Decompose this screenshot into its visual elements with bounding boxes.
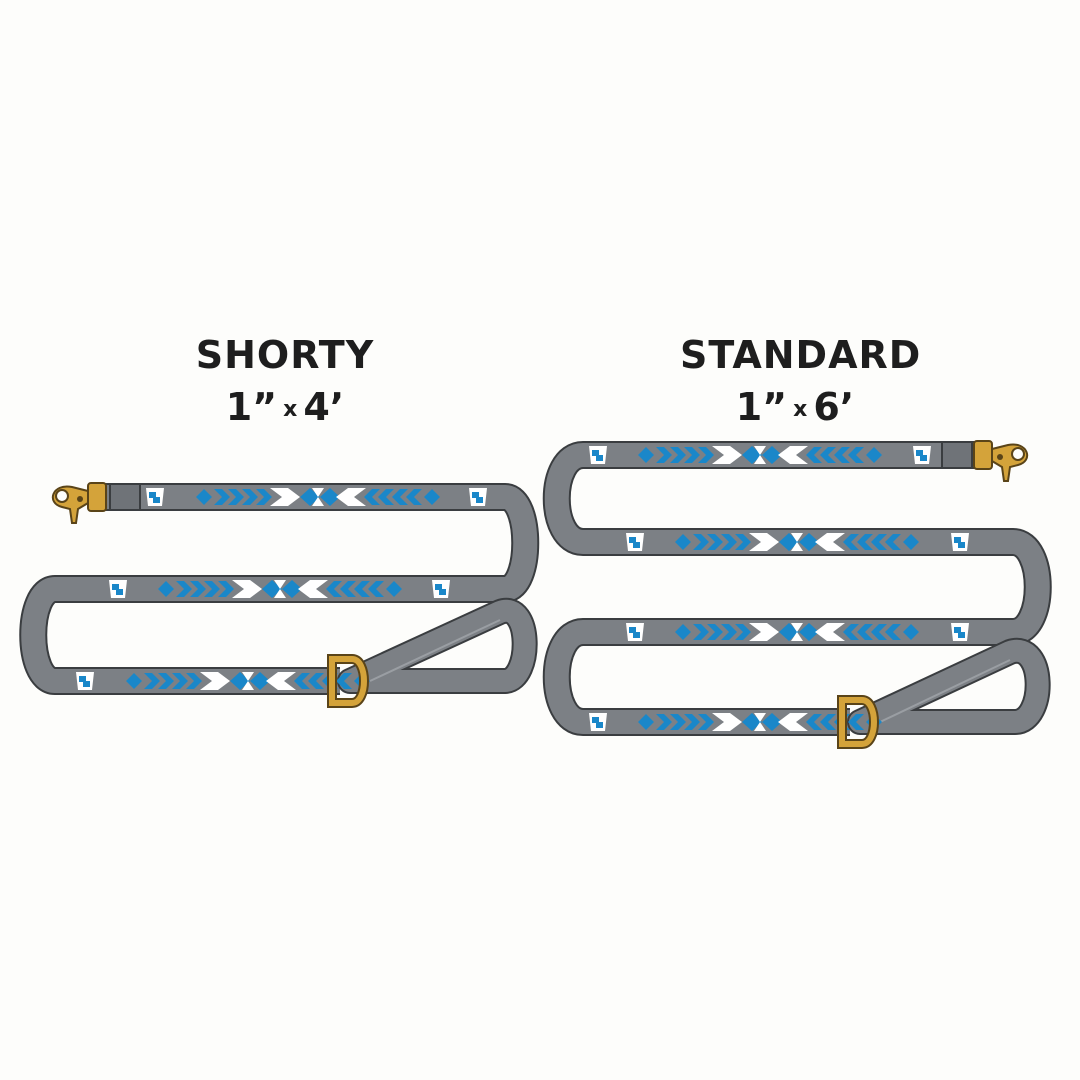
logo-badge-icon (109, 580, 127, 598)
logo-badge-icon (469, 488, 487, 506)
logo-badge-icon (951, 623, 969, 641)
logo-badge-icon (432, 580, 450, 598)
shorty-sep: x (283, 397, 298, 422)
logo-badge-icon (146, 488, 164, 506)
logo-badge-icon (626, 623, 644, 641)
standard-name: STANDARD (680, 333, 922, 377)
logo-badge-icon (951, 533, 969, 551)
shorty-leash (19, 482, 540, 703)
logo-badge-icon (589, 713, 607, 731)
shorty-name: SHORTY (195, 333, 375, 377)
standard-sep: x (793, 397, 808, 422)
shorty-length: 4’ (303, 385, 345, 429)
leash-clip-icon (51, 482, 107, 524)
logo-badge-icon (913, 446, 931, 464)
logo-badge-icon (76, 672, 94, 690)
logo-badge-icon (626, 533, 644, 551)
logo-badge-icon (589, 446, 607, 464)
standard-width: 1” (735, 385, 788, 429)
leash-clip-icon (973, 440, 1029, 482)
shorty-width: 1” (225, 385, 278, 429)
standard-leash (542, 440, 1052, 744)
standard-length: 6’ (813, 385, 855, 429)
